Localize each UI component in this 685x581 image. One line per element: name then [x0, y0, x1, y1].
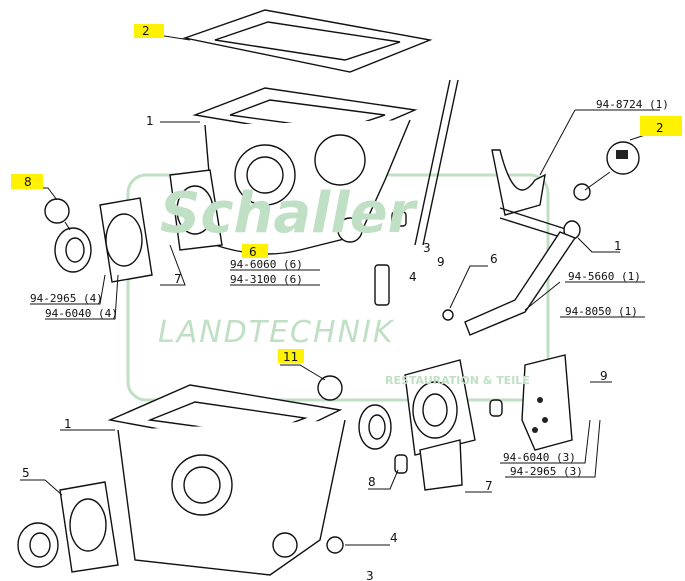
callout-bottom-partial: 3	[366, 569, 374, 581]
part-94-8724: 94-8724 (1)	[596, 98, 669, 111]
highlight-fork-bolt	[640, 116, 682, 136]
part-94-2965-3: 94-2965 (3)	[510, 465, 583, 478]
highlight-top-gasket	[134, 24, 164, 38]
callout-top-housing: 1	[146, 114, 154, 128]
callout-seal-left: 8	[24, 175, 32, 189]
part-94-5660: 94-5660 (1)	[568, 270, 641, 283]
part-94-6040-3: 94-6040 (3)	[503, 451, 576, 464]
callout-fork: 1	[614, 239, 622, 253]
callout-flange-left: 7	[174, 272, 182, 286]
nut-symbol-icon	[606, 141, 640, 175]
part-94-6060: 94-6060 (6)	[230, 258, 303, 271]
callout-seal-lower: 11	[283, 350, 298, 364]
callout-plug: 4	[409, 270, 417, 284]
lower-right-parts	[317, 354, 573, 491]
rod-parts	[374, 79, 459, 306]
callout-lower-housing: 1	[64, 417, 72, 431]
watermark: Schaller LANDTECHNIK RESTAURATION & TEIL…	[158, 181, 530, 387]
watermark-sub: LANDTECHNIK	[158, 315, 395, 350]
callout-top-gasket: 2	[142, 24, 150, 38]
callout-pin-lower: 8	[368, 475, 376, 489]
highlight-seal-left	[11, 174, 43, 189]
part-94-6040-4: 94-6040 (4)	[45, 307, 118, 320]
highlight-bolt-group	[242, 244, 268, 258]
callout-rod-item: 9	[437, 255, 445, 269]
left-seal-flange	[44, 169, 223, 283]
seal-symbol-icon	[317, 375, 343, 401]
callout-flange-lower: 7	[485, 479, 493, 493]
lower-housing	[17, 384, 346, 576]
shift-fork	[442, 141, 640, 336]
callout-pin-right: 6	[490, 252, 498, 266]
callout-rod: 3	[423, 241, 431, 255]
highlight-seal-lower	[278, 349, 304, 363]
watermark-tag: RESTAURATION & TEILE	[385, 374, 530, 387]
callout-plate-right: 9	[600, 369, 608, 383]
callout-fork-bolt: 2	[656, 121, 664, 135]
top-housing	[192, 87, 418, 255]
leader-lines	[20, 34, 660, 546]
callout-plug-lower: 4	[390, 531, 398, 545]
part-94-3100: 94-3100 (6)	[230, 273, 303, 286]
part-94-2965-4: 94-2965 (4)	[30, 292, 103, 305]
callout-bolt-group: 6	[249, 245, 257, 259]
watermark-brand: Schaller	[160, 181, 419, 246]
top-gasket	[182, 9, 433, 73]
seal-symbol-icon	[44, 198, 70, 224]
part-94-8050: 94-8050 (1)	[565, 305, 638, 318]
callout-cover-lower: 5	[22, 466, 30, 480]
